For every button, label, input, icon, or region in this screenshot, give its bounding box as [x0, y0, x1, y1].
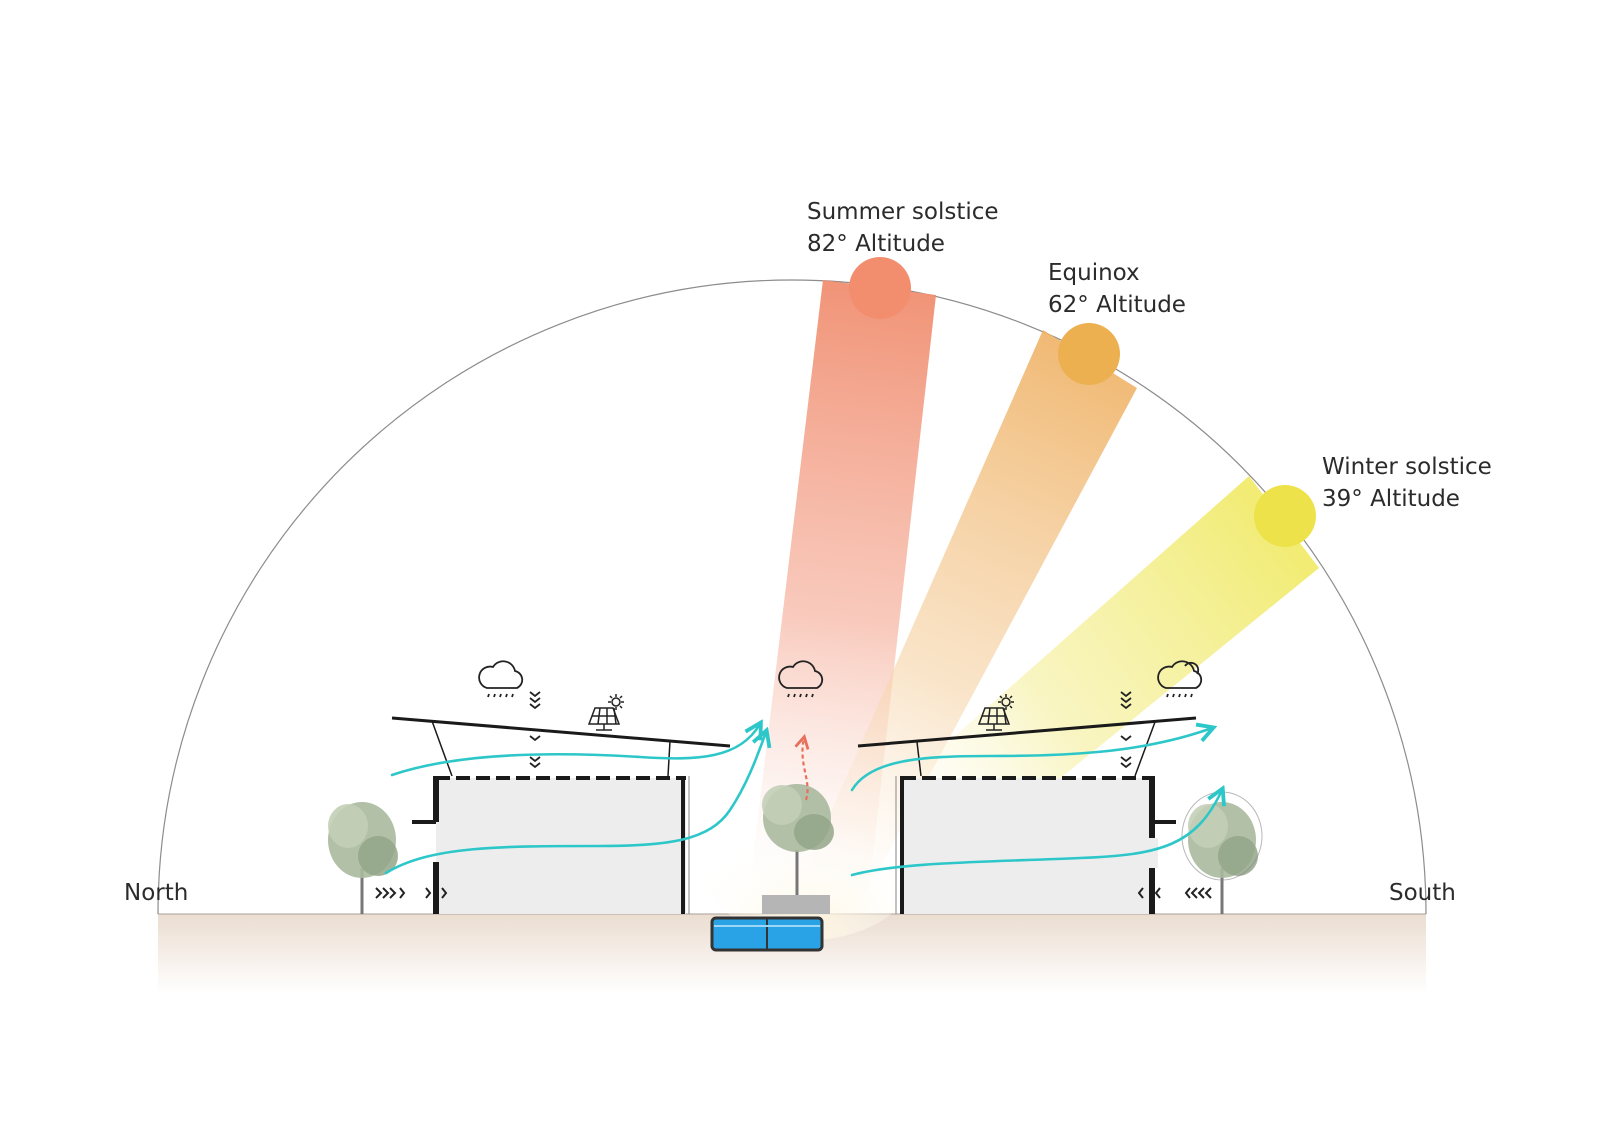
chevron-arrows-icon	[1137, 887, 1212, 899]
summer-solstice-altitude: 82° Altitude	[807, 231, 945, 257]
rain-collection-arrows	[529, 691, 1132, 769]
chevron-arrows-icon	[375, 887, 448, 899]
right-building	[857, 716, 1197, 914]
water-tank	[710, 916, 824, 952]
summer-solstice-label: Summer solstice 82° Altitude	[807, 196, 999, 260]
summer-solstice-name: Summer solstice	[807, 199, 999, 225]
winter-solstice-altitude: 39° Altitude	[1322, 486, 1460, 512]
equinox-altitude: 62° Altitude	[1048, 292, 1186, 318]
warm-air-rising	[802, 738, 807, 801]
airflow-left-interior	[384, 732, 766, 875]
courtyard-planter	[762, 895, 830, 914]
rain-cloud-icon	[778, 660, 824, 698]
solar-panel-icon	[587, 694, 624, 731]
north-label: North	[124, 880, 189, 906]
tree-south	[1181, 791, 1263, 914]
summer-sun	[849, 257, 911, 319]
winter-solstice-label: Winter solstice 39° Altitude	[1322, 451, 1492, 515]
right-building-roof	[857, 716, 1197, 748]
equinox-name: Equinox	[1048, 260, 1140, 286]
airflow-right-interior	[850, 790, 1222, 877]
south-label: South	[1389, 880, 1456, 906]
right-building-body	[902, 778, 1152, 914]
left-building-roof	[391, 716, 731, 748]
left-building	[391, 716, 731, 914]
airflow-left-roof	[390, 724, 760, 777]
equinox-sun	[1058, 323, 1120, 385]
tree-north	[328, 802, 398, 914]
sky-dome-arc	[157, 279, 1427, 915]
sunlight-glow	[700, 780, 920, 940]
tree-center	[762, 784, 834, 895]
airflow-right-roof	[850, 728, 1212, 792]
airflow-lines	[384, 724, 1222, 877]
equinox-label: Equinox 62° Altitude	[1048, 257, 1186, 321]
winter-sun	[1254, 485, 1316, 547]
equinox-sun-beam	[790, 330, 1137, 905]
winter-solstice-name: Winter solstice	[1322, 454, 1492, 480]
rain-cloud-icon	[478, 660, 524, 698]
sun-rain-cloud-icon	[1157, 660, 1203, 698]
solar-panel-icon	[977, 694, 1014, 731]
